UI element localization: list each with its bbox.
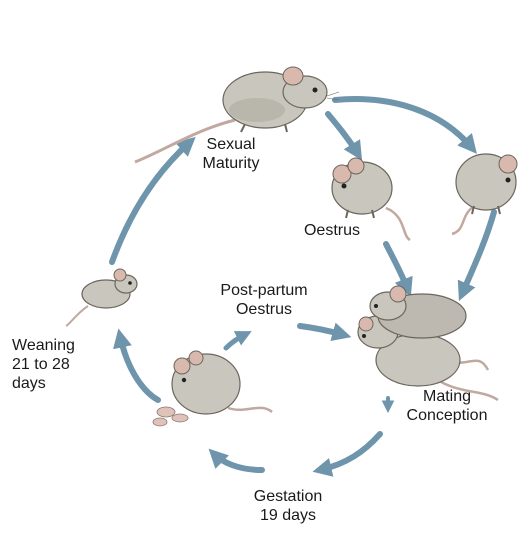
arrow-weaning-to-maturity xyxy=(112,142,190,262)
arrow-female-to-mating xyxy=(462,212,494,294)
label-weaning-line2: 21 to 28 xyxy=(12,355,102,374)
label-weaning-line1: Weaning xyxy=(12,336,102,355)
arrow-conception-to-gestation xyxy=(320,434,380,470)
arrow-postpartum-to-mating xyxy=(300,326,344,335)
arrow-oestrus-to-mating xyxy=(386,244,408,290)
label-post-partum-oestrus: Post-partum Oestrus xyxy=(209,281,319,319)
arrow-gestation-to-birth xyxy=(214,454,262,470)
label-gestation-line2: 19 days xyxy=(233,506,343,525)
arrow-litter-to-postpartum xyxy=(226,334,246,348)
label-weaning-line3: days xyxy=(12,374,102,393)
weaning-mouse-icon xyxy=(66,269,137,326)
arrow-birth-to-weaning xyxy=(120,336,158,400)
label-sexual-maturity-line1: Sexual xyxy=(193,135,269,154)
female-mouse-icon xyxy=(452,154,517,234)
arrow-maturity-to-female xyxy=(335,99,472,148)
mother-with-litter-icon xyxy=(153,351,272,426)
label-gestation: Gestation 19 days xyxy=(233,487,343,525)
label-sexual-maturity-line2: Maturity xyxy=(193,154,269,173)
label-mating-line2: Conception xyxy=(395,406,499,425)
label-post-partum-line2: Oestrus xyxy=(209,300,319,319)
label-gestation-line1: Gestation xyxy=(233,487,343,506)
mating-mice-icon xyxy=(358,286,498,400)
label-mating-conception: Mating Conception xyxy=(395,387,499,425)
label-post-partum-line1: Post-partum xyxy=(209,281,319,300)
label-oestrus-text: Oestrus xyxy=(296,221,368,240)
label-oestrus: Oestrus xyxy=(296,221,368,240)
arrow-maturity-to-oestrus xyxy=(328,114,358,154)
label-sexual-maturity: Sexual Maturity xyxy=(193,135,269,173)
label-mating-line1: Mating xyxy=(395,387,499,406)
label-weaning: Weaning 21 to 28 days xyxy=(12,336,102,393)
